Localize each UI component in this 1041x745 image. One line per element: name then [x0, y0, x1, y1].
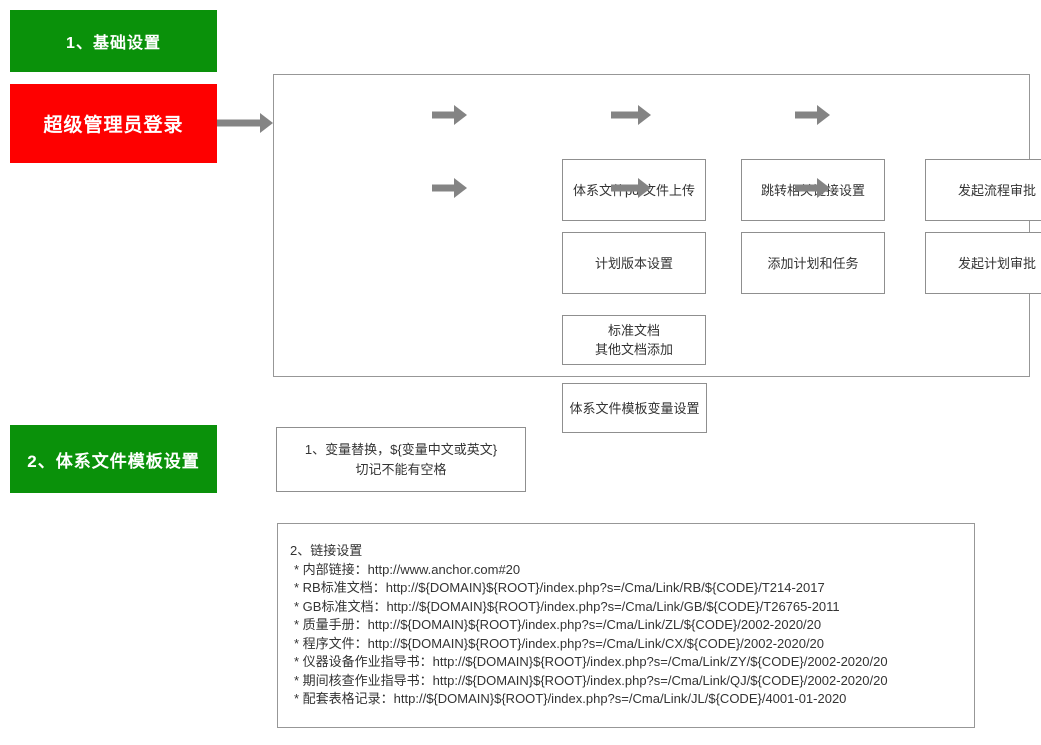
arrow-shaft [611, 111, 639, 119]
arrow-head-icon [454, 105, 467, 125]
note-line2: 切记不能有空格 [355, 461, 447, 477]
arrow-head-icon [638, 105, 651, 125]
stage2-title-label: 2、体系文件模板设置 [27, 451, 200, 471]
arrow-head-icon [817, 178, 830, 198]
flow-box-start-process-approval: 发起流程审批 [925, 159, 1041, 221]
note-line1: 1、变量替换，${变量中文或英文} [304, 441, 498, 457]
link-line-rb-standard: * RB标准文档：http://${DOMAIN}${ROOT}/index.p… [294, 580, 825, 595]
arrow-shaft [432, 111, 455, 119]
connector-arrow [795, 178, 830, 198]
link-settings-box: 2、链接设置 * 内部链接：http://www.anchor.com#20 *… [277, 523, 975, 728]
flow-box-label: 添加计划和任务 [767, 255, 859, 271]
admin-login-label: 超级管理员登录 [43, 115, 184, 136]
connector-arrow [432, 105, 467, 125]
flow-box-line2: 其他文档添加 [594, 342, 673, 357]
link-line-procedure-file: * 程序文件：http://${DOMAIN}${ROOT}/index.php… [294, 635, 825, 651]
link-settings-title: 2、链接设置 [290, 543, 363, 558]
stage2-title-box: 2、体系文件模板设置 [10, 425, 217, 493]
connector-arrow [432, 178, 467, 198]
flow-box-label: 计划版本设置 [594, 255, 673, 271]
flow-box-link-settings: 跳转相关链接设置 [741, 159, 885, 221]
link-line-gb-standard: * GB标准文档：http://${DOMAIN}${ROOT}/index.p… [294, 598, 840, 614]
link-line-interim-check-guide: * 期间核查作业指导书：http://${DOMAIN}${ROOT}/inde… [294, 672, 888, 688]
flow-box-plan-version: 计划版本设置 [562, 232, 706, 294]
flow-box-standard-docs: 标准文档 其他文档添加 [562, 315, 706, 365]
connector-arrow [611, 178, 651, 198]
link-line-instrument-guide: * 仪器设备作业指导书：http://${DOMAIN}${ROOT}/inde… [294, 654, 888, 669]
arrow-head-icon [638, 178, 651, 198]
arrow-shaft [611, 184, 639, 192]
arrow-shaft [432, 184, 455, 192]
flow-box-add-plan-tasks: 添加计划和任务 [741, 232, 885, 294]
admin-login-box: 超级管理员登录 [10, 84, 217, 163]
flow-box-template-variables: 体系文件模板变量设置 [562, 383, 707, 433]
variable-replace-note-box: 1、变量替换，${变量中文或英文} 切记不能有空格 [276, 427, 526, 492]
flow-box-label: 体系文件模板变量设置 [569, 400, 700, 416]
connector-arrow [795, 105, 830, 125]
flow-container: 体系文件pdf文件上传 跳转相关链接设置 发起流程审批 审批完成 B端可以在模板… [273, 74, 1041, 433]
arrow-shaft [217, 119, 261, 127]
arrow-head-icon [454, 178, 467, 198]
arrow-head-icon [260, 113, 273, 133]
flow-box-label: 发起计划审批 [957, 255, 1036, 271]
flow-box-start-plan-approval: 发起计划审批 [925, 232, 1041, 294]
flow-box-line1: 标准文档 [607, 323, 660, 338]
link-line-form-records: * 配套表格记录：http://${DOMAIN}${ROOT}/index.p… [294, 691, 847, 706]
connector-arrow [611, 105, 651, 125]
arrow-shaft [795, 111, 818, 119]
stage1-title-box: 1、基础设置 [10, 10, 217, 72]
arrow-head-icon [817, 105, 830, 125]
link-line-quality-manual: * 质量手册：http://${DOMAIN}${ROOT}/index.php… [294, 617, 822, 632]
link-line-internal: * 内部链接：http://www.anchor.com#20 [294, 561, 521, 577]
arrow-shaft [795, 184, 818, 192]
flow-box-label: 发起流程审批 [957, 182, 1036, 198]
connector-arrow-main [217, 113, 273, 133]
stage1-title-label: 1、基础设置 [66, 35, 161, 52]
